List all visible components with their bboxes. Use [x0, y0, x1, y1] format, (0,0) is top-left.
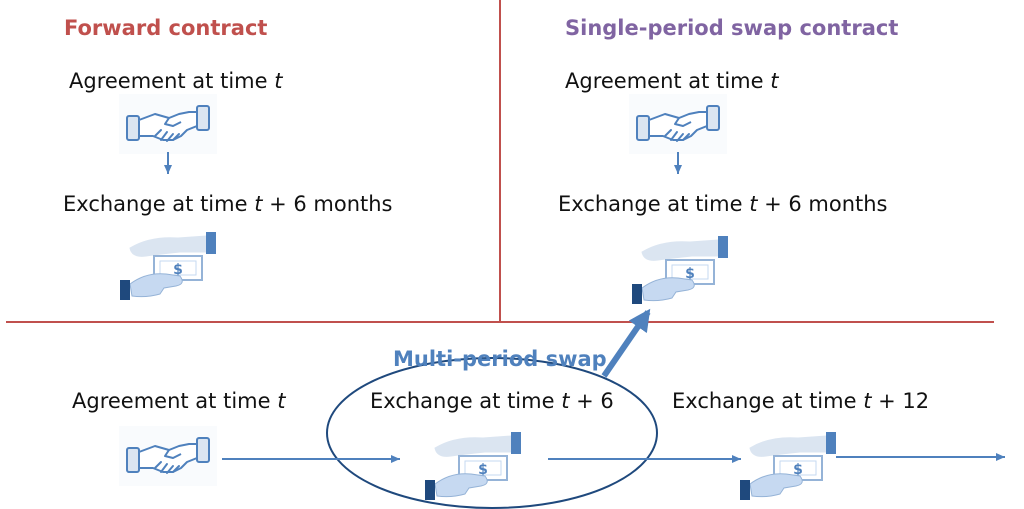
multi-agreement-label: Agreement at time t: [72, 389, 286, 413]
money-exchange-icon: [424, 431, 522, 501]
money-exchange-icon: [119, 231, 217, 301]
money-exchange-icon: [739, 431, 837, 501]
multi-exchange-12-label: Exchange at time t + 12: [672, 389, 930, 413]
handshake-icon: [118, 93, 218, 155]
single-exchange-label: Exchange at time t + 6 months: [558, 192, 888, 216]
multi-period-ellipse: [326, 357, 658, 509]
link-to-single-period-arrow: [601, 308, 651, 378]
handshake-icon: [118, 425, 218, 487]
multi-period-swap-header: Multi-period swap: [393, 347, 607, 371]
money-exchange-icon: [631, 235, 729, 305]
single-agreement-label: Agreement at time t: [565, 69, 779, 93]
forward-agreement-label: Agreement at time t: [69, 69, 283, 93]
handshake-icon: [628, 93, 728, 155]
forward-contract-header: Forward contract: [64, 16, 268, 40]
single-period-swap-header: Single-period swap contract: [565, 16, 899, 40]
forward-exchange-label: Exchange at time t + 6 months: [63, 192, 393, 216]
multi-exchange-6-label: Exchange at time t + 6: [370, 389, 614, 413]
